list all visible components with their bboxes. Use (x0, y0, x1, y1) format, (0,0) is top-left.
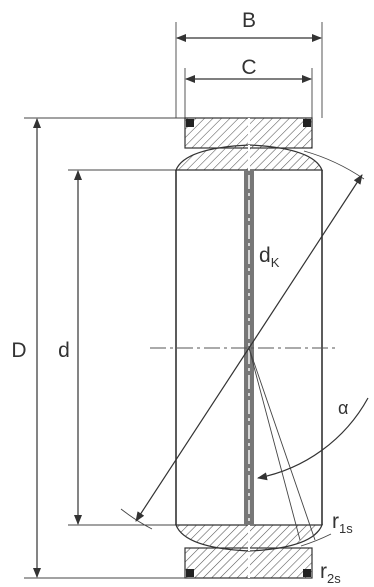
dimension-C: C (184, 56, 313, 118)
seal-top-left (186, 119, 194, 127)
seal-bottom-left (186, 569, 194, 577)
label-dK: dK (259, 244, 280, 270)
dimension-D: D (11, 117, 185, 579)
label-r1s: r1s (332, 510, 353, 536)
seal-bottom-right (303, 569, 311, 577)
dimension-B: B (175, 9, 323, 118)
outer-ring-top (184, 117, 313, 149)
dimension-dK: dK (135, 174, 363, 522)
label-C: C (241, 56, 256, 79)
seal-top-right (303, 119, 311, 127)
label-r2s: r2s (320, 560, 341, 586)
label-d: d (58, 339, 70, 362)
label-alpha: α (338, 398, 348, 418)
outer-ring-bottom (184, 547, 313, 579)
label-D: D (11, 339, 26, 362)
tilt-angle: α (248, 347, 369, 541)
dimension-d: d (58, 169, 176, 526)
label-B: B (242, 9, 256, 32)
